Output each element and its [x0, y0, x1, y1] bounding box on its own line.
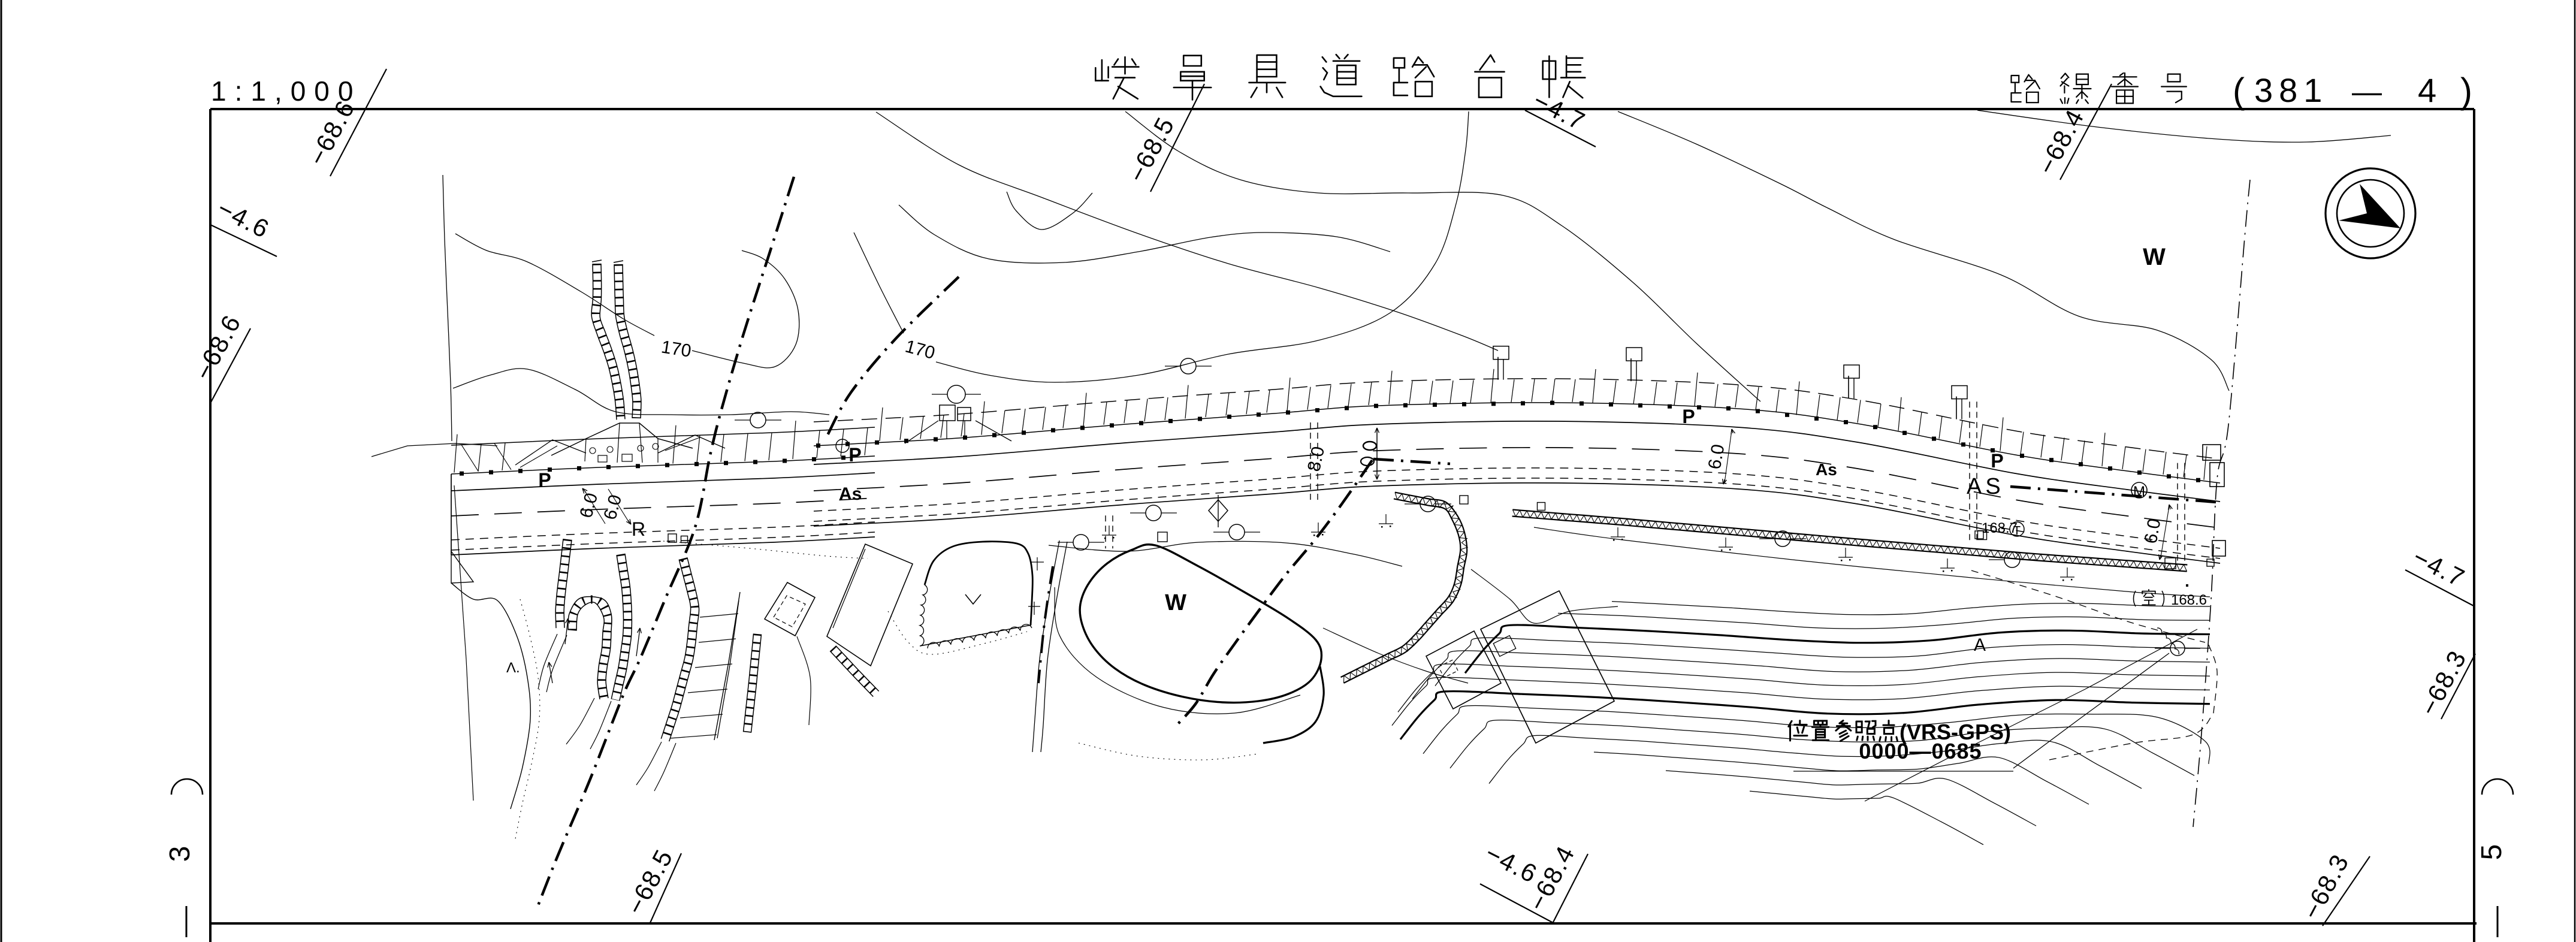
svg-text:R: R: [632, 518, 645, 540]
svg-text:As: As: [1816, 460, 1837, 479]
svg-text:381: 381: [2254, 71, 2328, 109]
svg-text:6.0: 6.0: [1705, 443, 1729, 471]
svg-text:170: 170: [660, 337, 693, 361]
svg-text:W: W: [2143, 244, 2166, 270]
svg-text:168.6: 168.6: [2171, 592, 2207, 608]
svg-text:W: W: [1165, 590, 1186, 615]
svg-text:3: 3: [164, 846, 196, 862]
svg-text:1:1,000: 1:1,000: [211, 76, 361, 107]
svg-text:—: —: [2352, 75, 2382, 108]
svg-text:AS: AS: [1967, 474, 2004, 499]
svg-text:(VRS-GPS): (VRS-GPS): [1899, 720, 2011, 744]
svg-text:P: P: [848, 444, 861, 466]
svg-text:M: M: [2133, 484, 2145, 500]
svg-text:Λ.: Λ.: [506, 660, 520, 676]
svg-text:A: A: [1974, 635, 1986, 655]
svg-text:P: P: [538, 469, 551, 491]
svg-text:T: T: [2013, 524, 2021, 538]
svg-text:4: 4: [2418, 71, 2436, 109]
svg-text:): ): [2460, 71, 2472, 111]
svg-text:6.0: 6.0: [2141, 517, 2165, 545]
svg-text:(: (: [2233, 71, 2245, 111]
svg-text:5: 5: [2476, 844, 2508, 861]
svg-text:0000—0685: 0000—0685: [1859, 739, 1982, 763]
svg-text:As: As: [839, 484, 862, 504]
svg-text:P: P: [1682, 406, 1695, 427]
svg-text:P: P: [1991, 450, 2003, 472]
svg-text:168.7: 168.7: [1982, 520, 2018, 536]
